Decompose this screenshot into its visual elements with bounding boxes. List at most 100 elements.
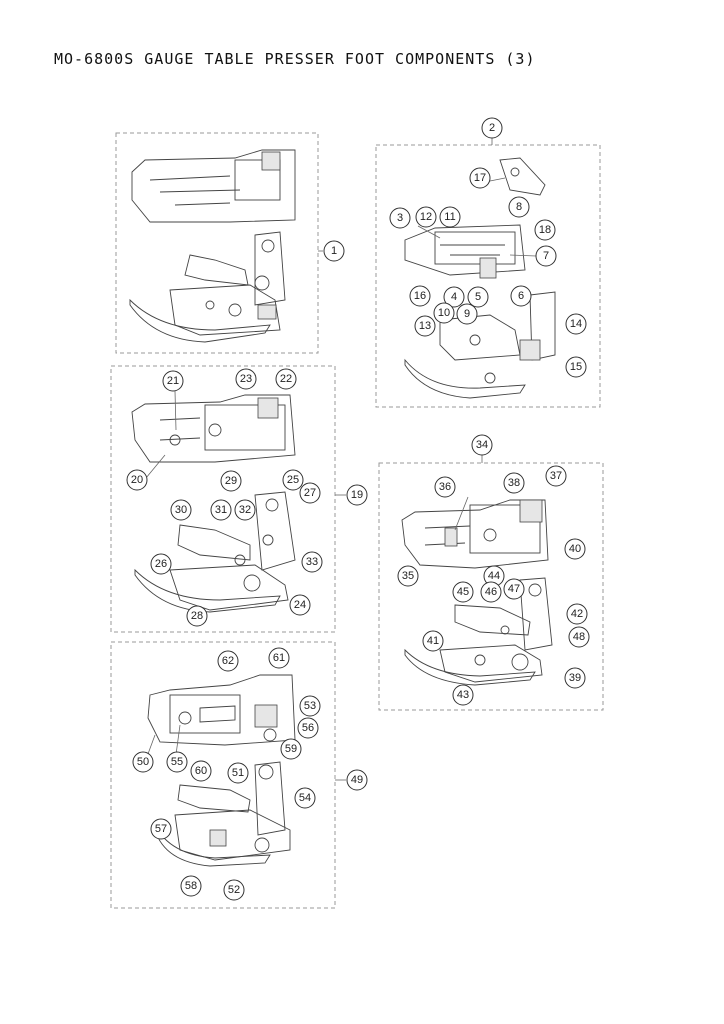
group-frame-49: [110, 641, 336, 909]
callout-58: 58: [180, 875, 202, 897]
callout-31: 31: [210, 499, 232, 521]
svg-text:36: 36: [439, 481, 451, 493]
callout-53: 53: [299, 695, 321, 717]
svg-text:45: 45: [457, 586, 469, 598]
callout-38: 38: [503, 472, 525, 494]
presser-foot-assembly-19-drawing: [131, 394, 296, 613]
callout-15: 15: [565, 356, 587, 378]
callout-39: 39: [564, 667, 586, 689]
svg-text:6: 6: [518, 290, 524, 302]
callout-21: 21: [162, 370, 184, 392]
svg-text:53: 53: [304, 700, 316, 712]
leader-lines: [144, 138, 537, 781]
callout-16: 16: [409, 285, 431, 307]
svg-text:13: 13: [419, 320, 431, 332]
callout-9: 9: [456, 303, 478, 325]
callout-11: 11: [439, 206, 461, 228]
group-frame-1: [115, 132, 319, 354]
callout-12: 12: [415, 206, 437, 228]
svg-text:35: 35: [402, 570, 414, 582]
callout-22: 22: [275, 368, 297, 390]
svg-text:46: 46: [485, 586, 497, 598]
svg-text:30: 30: [175, 504, 187, 516]
callouts: 1 2 3 4 5 6 7 8 9 10 11 12 13 14 15 16 1…: [126, 117, 590, 901]
svg-text:21: 21: [167, 375, 179, 387]
svg-text:19: 19: [351, 489, 363, 501]
svg-text:49: 49: [351, 774, 363, 786]
callout-8: 8: [508, 196, 530, 218]
callout-46: 46: [480, 581, 502, 603]
svg-text:51: 51: [232, 767, 244, 779]
svg-text:44: 44: [488, 570, 500, 582]
presser-foot-assembly-2-drawing: [404, 157, 556, 399]
svg-text:26: 26: [155, 558, 167, 570]
callout-1: 1: [323, 240, 345, 262]
callout-37: 37: [545, 465, 567, 487]
callout-41: 41: [422, 630, 444, 652]
svg-text:58: 58: [185, 880, 197, 892]
callout-45: 45: [452, 581, 474, 603]
callout-49: 49: [346, 769, 368, 791]
callout-34: 34: [471, 434, 493, 456]
presser-foot-assembly-49-drawing: [147, 674, 296, 867]
callout-28: 28: [186, 605, 208, 627]
svg-text:1: 1: [331, 245, 337, 257]
callout-10: 10: [433, 302, 455, 324]
callout-20: 20: [126, 469, 148, 491]
svg-text:16: 16: [414, 290, 426, 302]
callout-26: 26: [150, 553, 172, 575]
callout-54: 54: [294, 787, 316, 809]
svg-text:8: 8: [516, 201, 522, 213]
svg-text:54: 54: [299, 792, 311, 804]
callout-14: 14: [565, 313, 587, 335]
callout-36: 36: [434, 476, 456, 498]
callout-61: 61: [268, 647, 290, 669]
svg-text:39: 39: [569, 672, 581, 684]
callout-5: 5: [467, 286, 489, 308]
svg-text:4: 4: [451, 291, 457, 303]
callout-4: 4: [443, 286, 465, 308]
callout-13: 13: [414, 315, 436, 337]
svg-text:38: 38: [508, 477, 520, 489]
svg-text:31: 31: [215, 504, 227, 516]
svg-text:3: 3: [397, 212, 403, 224]
svg-text:37: 37: [550, 470, 562, 482]
svg-text:40: 40: [569, 543, 581, 555]
callout-43: 43: [452, 684, 474, 706]
svg-text:60: 60: [195, 765, 207, 777]
svg-text:7: 7: [543, 250, 549, 262]
svg-text:59: 59: [285, 743, 297, 755]
svg-text:9: 9: [464, 308, 470, 320]
callout-30: 30: [170, 499, 192, 521]
svg-text:11: 11: [444, 211, 455, 223]
callout-60: 60: [190, 760, 212, 782]
callout-33: 33: [301, 551, 323, 573]
svg-text:41: 41: [427, 635, 439, 647]
callout-59: 59: [280, 738, 302, 760]
callout-27: 27: [299, 482, 321, 504]
svg-text:17: 17: [474, 172, 486, 184]
svg-text:29: 29: [225, 475, 237, 487]
svg-text:24: 24: [294, 599, 306, 611]
svg-text:62: 62: [222, 655, 234, 667]
svg-text:56: 56: [302, 722, 314, 734]
presser-foot-assembly-34-drawing: [401, 499, 553, 686]
svg-text:10: 10: [438, 307, 450, 319]
callout-56: 56: [297, 717, 319, 739]
svg-text:15: 15: [570, 361, 582, 373]
callout-17: 17: [469, 167, 491, 189]
callout-47: 47: [503, 578, 525, 600]
callout-25: 25: [282, 469, 304, 491]
callout-23: 23: [235, 368, 257, 390]
callout-19: 19: [346, 484, 368, 506]
svg-text:61: 61: [273, 652, 285, 664]
svg-text:55: 55: [171, 756, 183, 768]
svg-text:32: 32: [239, 504, 251, 516]
svg-text:47: 47: [508, 583, 520, 595]
callout-7: 7: [535, 245, 557, 267]
callout-40: 40: [564, 538, 586, 560]
callout-42: 42: [566, 603, 588, 625]
callout-32: 32: [234, 499, 256, 521]
presser-foot-assembly-1-drawing: [129, 149, 296, 343]
